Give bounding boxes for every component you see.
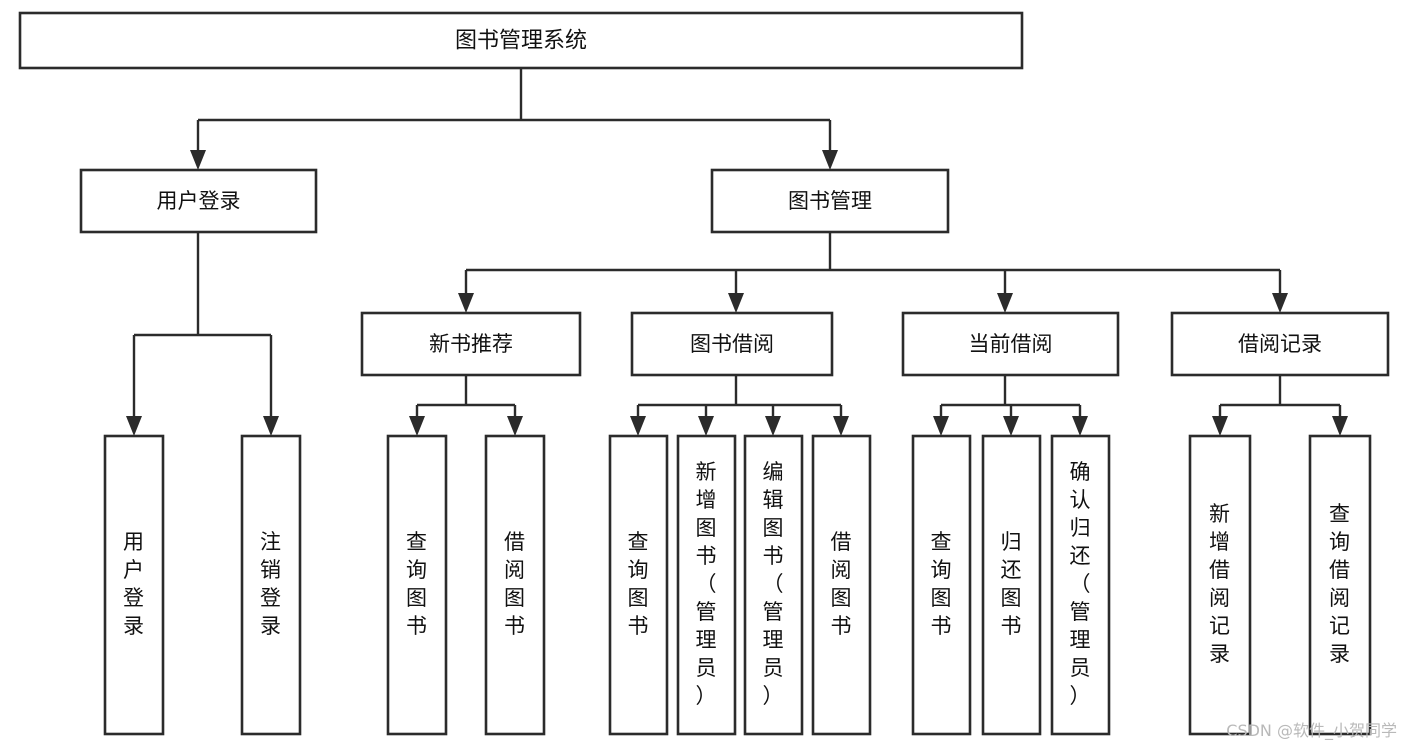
node-box-record-add[interactable] [1188, 434, 1252, 736]
node-user-login-logout[interactable]: 注销登录 [240, 434, 302, 736]
node-current-borrow[interactable]: 当前借阅 [901, 311, 1120, 377]
node-box-recommend-borrow-book[interactable] [484, 434, 546, 736]
arrow-head-book-manage-to-recommend [458, 293, 474, 313]
arrow-head-borrow-to-query [630, 416, 646, 436]
arrow-head-borrow-to-edit [765, 416, 781, 436]
node-user-login-login[interactable]: 用户登录 [103, 434, 165, 736]
node-box-current-query-book[interactable] [911, 434, 972, 736]
node-label-root: 图书管理系统 [455, 29, 587, 54]
node-label-user-login-login: 用户登录 [123, 530, 145, 638]
arrow-head-current-to-query [933, 416, 949, 436]
node-borrow-record[interactable]: 借阅记录 [1170, 311, 1390, 377]
node-record-add[interactable]: 新增借阅记录 [1188, 434, 1252, 736]
node-label-recommend-borrow-book: 借阅图书 [504, 530, 526, 638]
node-new-book-recommend[interactable]: 新书推荐 [360, 311, 582, 377]
node-book-manage[interactable]: 图书管理 [710, 168, 950, 234]
node-box-book-borrow[interactable] [630, 311, 834, 377]
node-box-borrow-add-book[interactable] [676, 434, 737, 736]
node-book-borrow[interactable]: 图书借阅 [630, 311, 834, 377]
node-recommend-borrow-book[interactable]: 借阅图书 [484, 434, 546, 736]
node-label-user-login: 用户登录 [157, 189, 241, 213]
arrow-head-borrow-to-borrowbook [833, 416, 849, 436]
node-current-return-book[interactable]: 归还图书 [981, 434, 1042, 736]
arrow-head-recommend-to-query [409, 416, 425, 436]
arrow-head-root-to-book-manage [822, 150, 838, 170]
arrow-head-book-manage-to-record [1272, 293, 1288, 313]
arrow-head-recommend-to-borrow [507, 416, 523, 436]
arrow-head-borrow-to-add [698, 416, 714, 436]
node-box-recommend-query-book[interactable] [386, 434, 448, 736]
node-box-user-login-logout[interactable] [240, 434, 302, 736]
node-root[interactable]: 图书管理系统 [18, 11, 1024, 70]
node-box-borrow-borrow-book[interactable] [811, 434, 872, 736]
arrow-head-record-to-query [1332, 416, 1348, 436]
node-label-current-borrow: 当前借阅 [969, 332, 1053, 356]
node-label-current-return-book: 归还图书 [1001, 530, 1023, 638]
csdn-watermark: CSDN @软件_小贺同学 [1226, 721, 1397, 740]
node-label-record-query: 查询借阅记录 [1329, 502, 1351, 666]
node-label-current-confirm-return: 确认归还（管理员） [1070, 460, 1092, 708]
arrow-head-current-to-confirm [1072, 416, 1088, 436]
node-label-borrow-add-book: 新增图书（管理员） [696, 460, 718, 708]
node-borrow-query-book[interactable]: 查询图书 [608, 434, 669, 736]
node-box-user-login[interactable] [79, 168, 318, 234]
arrow-head-user-login-to-logout [263, 416, 279, 436]
node-label-current-query-book: 查询图书 [931, 530, 953, 638]
node-borrow-borrow-book[interactable]: 借阅图书 [811, 434, 872, 736]
node-box-root[interactable] [18, 11, 1024, 70]
node-box-borrow-edit-book[interactable] [743, 434, 804, 736]
node-label-borrow-edit-book: 编辑图书（管理员） [763, 460, 785, 708]
node-box-borrow-record[interactable] [1170, 311, 1390, 377]
arrow-head-book-manage-to-borrow [728, 293, 744, 313]
arrow-head-root-to-user-login [190, 150, 206, 170]
node-box-current-return-book[interactable] [981, 434, 1042, 736]
node-box-current-confirm-return[interactable] [1050, 434, 1111, 736]
arrow-head-book-manage-to-current [997, 293, 1013, 313]
node-current-query-book[interactable]: 查询图书 [911, 434, 972, 736]
node-label-borrow-borrow-book: 借阅图书 [831, 530, 853, 638]
node-box-book-manage[interactable] [710, 168, 950, 234]
node-box-user-login-login[interactable] [103, 434, 165, 736]
node-recommend-query-book[interactable]: 查询图书 [386, 434, 448, 736]
arrow-head-current-to-return [1003, 416, 1019, 436]
node-box-borrow-query-book[interactable] [608, 434, 669, 736]
arrow-head-user-login-to-login [126, 416, 142, 436]
node-borrow-edit-book[interactable]: 编辑图书（管理员） [743, 434, 804, 736]
node-box-new-book-recommend[interactable] [360, 311, 582, 377]
node-label-record-add: 新增借阅记录 [1209, 502, 1231, 666]
node-label-book-borrow: 图书借阅 [690, 332, 774, 356]
connector-layer [126, 68, 1348, 436]
node-label-recommend-query-book: 查询图书 [406, 530, 428, 638]
node-layer: 图书管理系统用户登录用户登录注销登录图书管理新书推荐查询图书借阅图书图书借阅查询… [18, 11, 1390, 736]
node-label-user-login-logout: 注销登录 [260, 530, 282, 638]
node-current-confirm-return[interactable]: 确认归还（管理员） [1050, 434, 1111, 736]
node-label-borrow-record: 借阅记录 [1238, 332, 1322, 356]
node-box-current-borrow[interactable] [901, 311, 1120, 377]
node-label-book-manage: 图书管理 [788, 189, 872, 213]
arrow-head-record-to-add [1212, 416, 1228, 436]
node-borrow-add-book[interactable]: 新增图书（管理员） [676, 434, 737, 736]
node-record-query[interactable]: 查询借阅记录 [1308, 434, 1372, 736]
node-label-new-book-recommend: 新书推荐 [429, 332, 513, 356]
node-user-login[interactable]: 用户登录 [79, 168, 318, 234]
node-label-borrow-query-book: 查询图书 [628, 530, 650, 638]
node-box-record-query[interactable] [1308, 434, 1372, 736]
